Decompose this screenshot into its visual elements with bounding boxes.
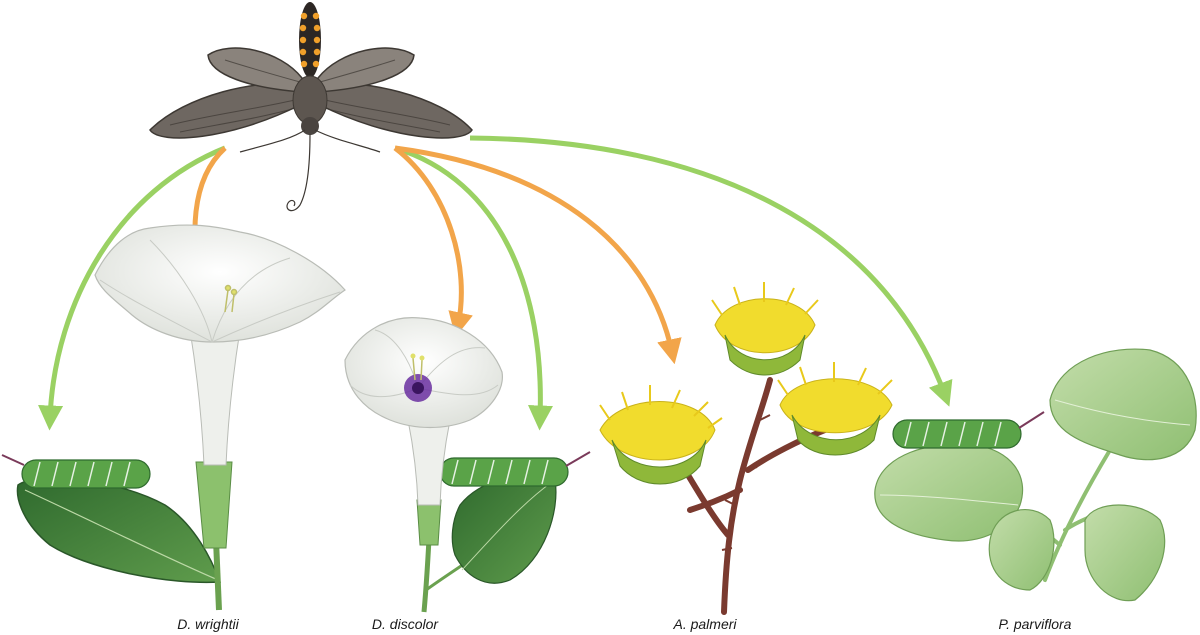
green-arrow-p-parviflora bbox=[469, 135, 953, 407]
p-parviflora-caterpillar bbox=[892, 411, 1045, 449]
moth-abdomen bbox=[299, 2, 321, 78]
moth-head bbox=[301, 117, 319, 135]
moth-abdomen-spots bbox=[299, 12, 321, 68]
interaction-arrows bbox=[38, 135, 953, 431]
moth-thorax bbox=[292, 75, 328, 125]
d-wrightii-corolla bbox=[94, 224, 346, 343]
d-wrightii-calyx bbox=[195, 461, 233, 549]
plant-a-palmeri bbox=[599, 282, 893, 615]
label-d-discolor: D. discolor bbox=[372, 616, 439, 632]
orange-arrow-d-discolor bbox=[393, 146, 473, 338]
green-arrow-d-discolor bbox=[394, 145, 553, 431]
plant-d-wrightii bbox=[1, 224, 346, 611]
d-discolor-tube bbox=[407, 419, 451, 506]
d-wrightii-caterpillar bbox=[1, 454, 151, 489]
a-palmeri-main-stem bbox=[721, 377, 773, 615]
p-parviflora-leaf-bottom-left bbox=[988, 509, 1055, 591]
plant-d-discolor bbox=[344, 317, 591, 613]
species-labels: D. wrightii D. discolor A. palmeri P. pa… bbox=[177, 616, 1071, 632]
d-discolor-corolla bbox=[344, 317, 503, 429]
orange-arrow-a-palmeri bbox=[394, 145, 682, 365]
moth-left-hindwing bbox=[207, 47, 303, 93]
d-wrightii-tube bbox=[189, 329, 241, 466]
moth-proboscis bbox=[286, 133, 311, 212]
p-parviflora-leaf-top bbox=[1049, 348, 1197, 461]
label-a-palmeri: A. palmeri bbox=[672, 616, 737, 632]
green-arrow-d-wrightii bbox=[38, 145, 226, 431]
a-palmeri-flower-head-top bbox=[711, 282, 819, 376]
d-discolor-calyx bbox=[416, 499, 442, 546]
d-discolor-leaf bbox=[451, 475, 557, 584]
a-palmeri-flower-head-left bbox=[599, 385, 723, 485]
a-palmeri-flower-head-right bbox=[777, 362, 893, 456]
moth-right-hindwing bbox=[317, 47, 415, 93]
label-p-parviflora: P. parviflora bbox=[999, 616, 1072, 632]
moth-left-forewing bbox=[149, 82, 301, 139]
d-wrightii-stamens bbox=[224, 284, 238, 313]
plant-p-parviflora bbox=[874, 348, 1197, 602]
hawkmoth bbox=[149, 2, 473, 212]
d-discolor-caterpillar bbox=[439, 451, 591, 487]
label-d-wrightii: D. wrightii bbox=[177, 616, 239, 632]
p-parviflora-leaf-bottom-right bbox=[1084, 504, 1166, 602]
moth-left-antenna bbox=[239, 129, 306, 153]
moth-right-antenna bbox=[314, 129, 381, 153]
moth-right-forewing bbox=[319, 82, 473, 139]
